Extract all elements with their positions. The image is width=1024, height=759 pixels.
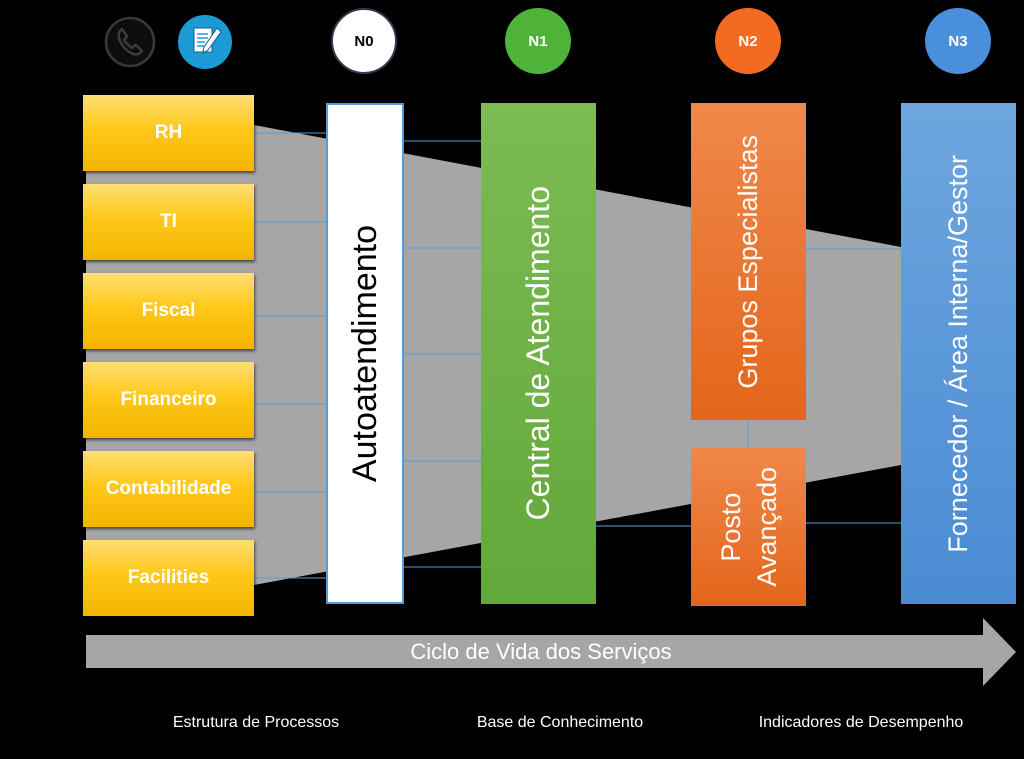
phone-icon (102, 14, 158, 70)
tier-code: N3 (948, 32, 968, 50)
process-box-financeiro: Financeiro (83, 362, 254, 438)
tier-badge-n2: N2 (715, 8, 781, 74)
tier-badge-n0: N0 (331, 8, 397, 74)
column-fornecedor: Fornecedor / Área Interna/Gestor (901, 103, 1016, 604)
connector-lines (254, 132, 901, 579)
process-box-rh: RH (83, 95, 254, 171)
column-central-atendimento: Central de Atendimento (481, 103, 596, 604)
tier-code: N1 (528, 32, 548, 50)
column-grupos-especialistas: Grupos Especialistas (691, 103, 806, 420)
footer-label-indicadores: Indicadores de Desempenho (758, 714, 964, 731)
process-box-contabilidade: Contabilidade (83, 451, 254, 527)
document-edit-icon (177, 14, 233, 70)
column-label: Central de Atendimento (520, 186, 556, 521)
column-label: Grupos Especialistas (733, 134, 763, 389)
lifecycle-arrow-label: Ciclo de Vida dos Serviços (410, 638, 672, 664)
column-label: Autoatendimento (345, 224, 384, 483)
footer-label-processos: Estrutura de Processos (172, 714, 340, 731)
column-label-line2: Avançado (751, 466, 782, 587)
column-autoatendimento: Autoatendimento (326, 103, 404, 604)
tier-badge-n3: N3 (925, 8, 991, 74)
tier-badge-n1: N1 (505, 8, 571, 74)
process-box-ti: TI (83, 184, 254, 260)
footer-label-conhecimento: Base de Conhecimento (476, 714, 644, 731)
column-label-line1: Posto (715, 491, 746, 562)
tier-code: N2 (738, 32, 758, 50)
column-label: Fornecedor / Área Interna/Gestor (943, 154, 973, 553)
process-box-fiscal: Fiscal (83, 273, 254, 349)
process-box-facilities: Facilities (83, 540, 254, 616)
tier-code: N0 (354, 32, 374, 50)
